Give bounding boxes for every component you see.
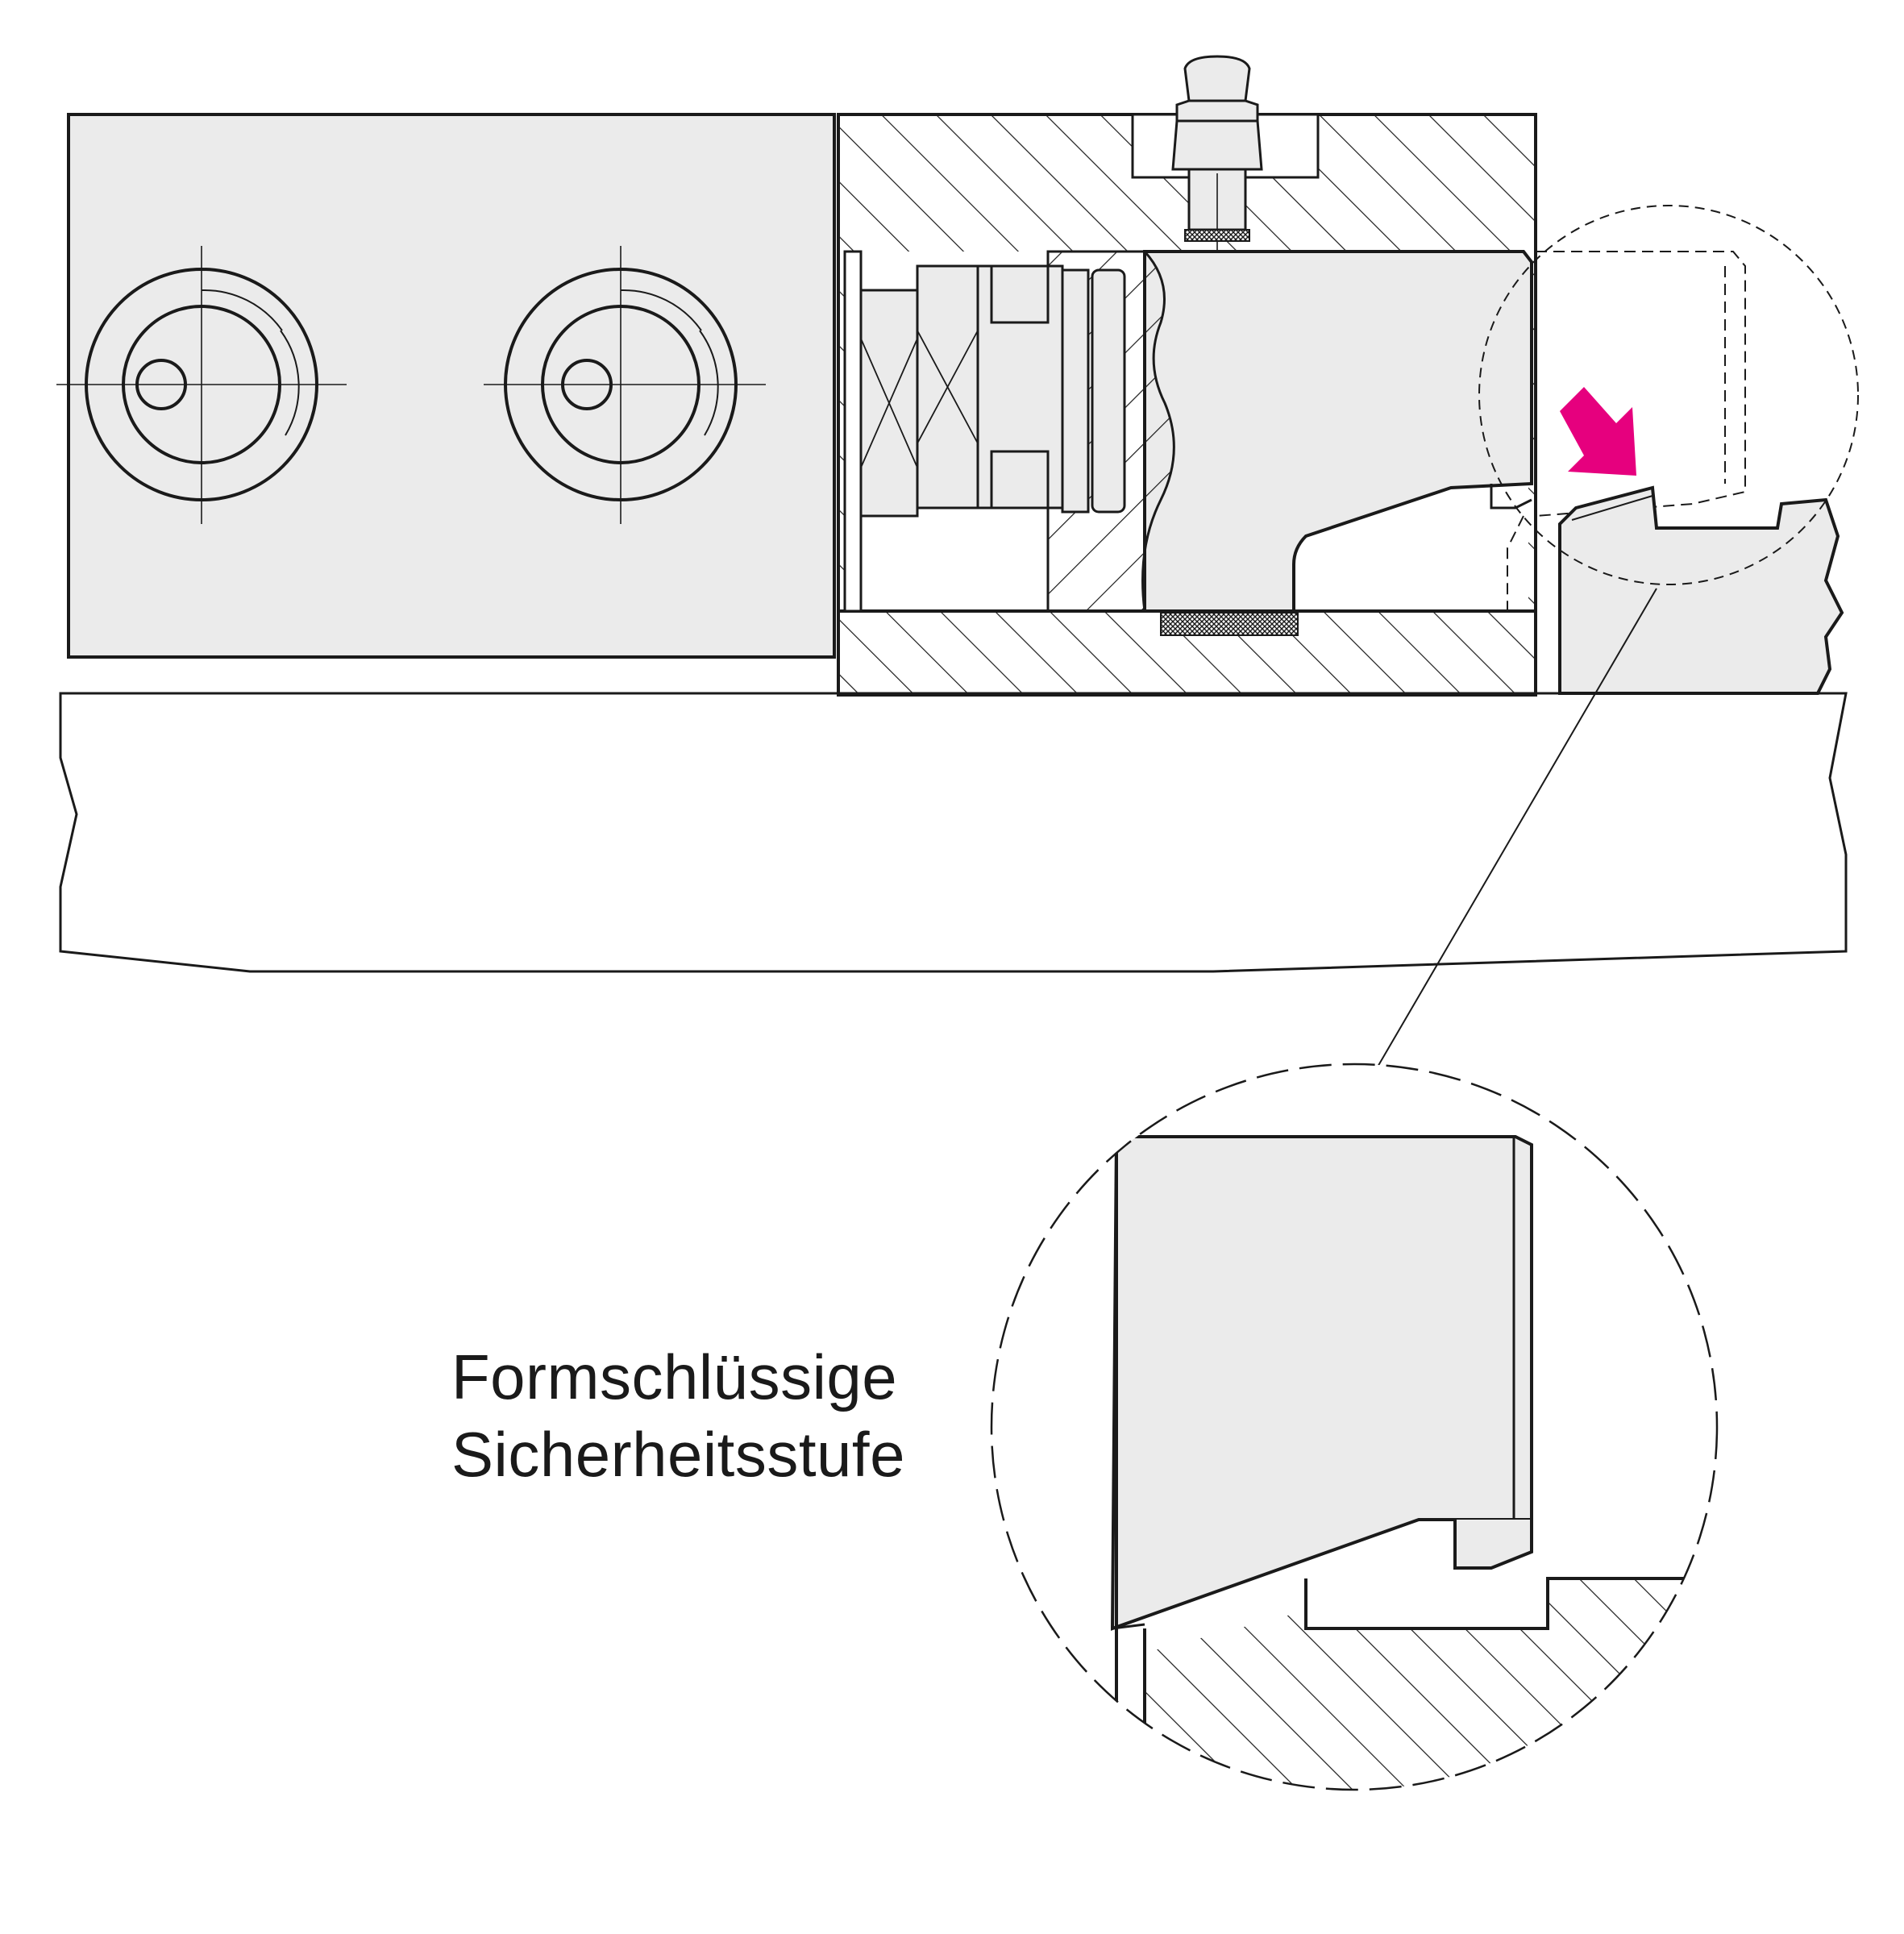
detail-view xyxy=(991,1064,1717,1790)
right-bolt-hole xyxy=(484,246,766,524)
detail-caption: Formschlüssige Sicherheitsstufe xyxy=(451,1338,905,1493)
leader-line xyxy=(1376,588,1657,1069)
caption-line-1: Formschlüssige xyxy=(451,1341,898,1412)
grease-nipple xyxy=(1171,55,1263,355)
base-rail xyxy=(59,692,1848,973)
phantom-jaw xyxy=(1507,251,1746,613)
right-rail-part xyxy=(1558,485,1844,695)
detail-circle xyxy=(990,1063,1719,1791)
detail-marker-circle xyxy=(1478,205,1859,585)
left-bolt-hole xyxy=(56,246,347,524)
adjusting-screw xyxy=(843,250,1126,613)
caption-line-2: Sicherheitsstufe xyxy=(451,1419,905,1490)
magenta-arrow-icon xyxy=(1560,387,1636,476)
